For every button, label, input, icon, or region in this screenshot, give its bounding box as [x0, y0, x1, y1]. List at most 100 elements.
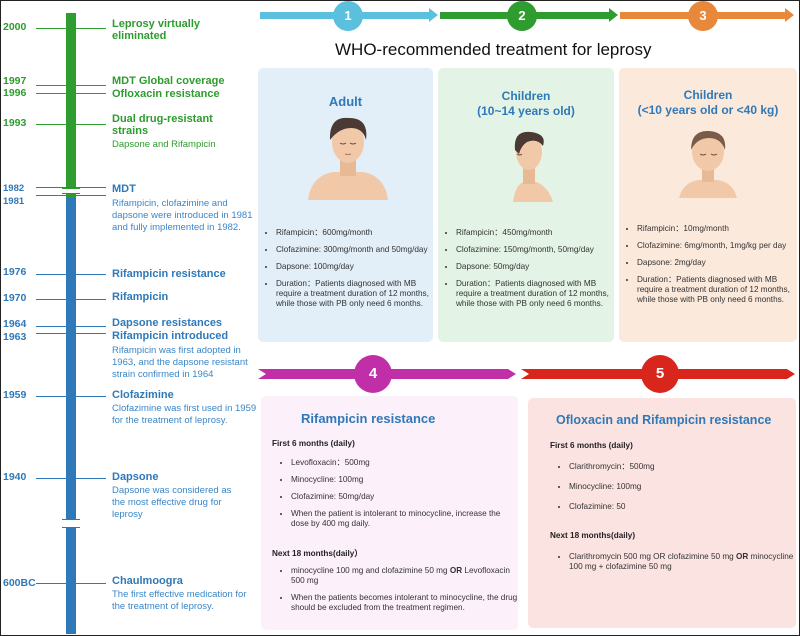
event-1997: MDT Global coverage Ofloxacin resistance [112, 75, 257, 100]
year-1997: 1997 [3, 75, 27, 87]
list-item: Clofazimine: 50 [569, 502, 799, 512]
step-5-circle: 5 [641, 355, 679, 393]
tick-1959 [36, 396, 106, 397]
tick-1940 [36, 478, 106, 479]
event-1959-desc: Clofazimine was first used in 1959 for t… [112, 403, 257, 426]
event-1982-desc: Rifampicin, clofazimine and dapsone were… [112, 198, 253, 233]
oflo-next-or: OR [736, 552, 749, 561]
event-1976: Rifampicin resistance [112, 268, 257, 280]
card-rif-first-label: First 6 months (daily) [272, 439, 355, 448]
year-1976: 1976 [3, 266, 27, 278]
event-1963-title: Rifampicin introduced [112, 330, 229, 342]
event-1982-title: MDT [112, 183, 136, 195]
small-child-portrait [679, 130, 737, 198]
card-rif-next-label: Next 18 months(daily） [272, 549, 363, 558]
event-1970-title: Rifampicin [112, 291, 169, 303]
list-item: Minocycline: 100mg [569, 482, 799, 492]
timeline-break-top [62, 188, 80, 194]
list-item: Clofazimine: 150mg/month, 50mg/day [456, 245, 619, 255]
step-4-circle: 4 [354, 355, 392, 393]
tick-1981 [36, 195, 106, 196]
step-2-circle: 2 [507, 1, 537, 31]
year-1963: 1963 [3, 331, 27, 343]
card-rif-next-list: minocycline 100 mg and clofazimine 50 mg… [279, 566, 523, 620]
list-item: Rifampicin：450mg/month [456, 228, 619, 238]
tick-600 [36, 583, 106, 584]
card-child2-list: Rifampicin：10mg/month Clofazimine: 6mg/m… [625, 224, 800, 312]
year-1940: 1940 [3, 471, 27, 483]
event-1940: Dapsone Dapsone was considered as the mo… [112, 471, 257, 521]
event-1993-title: Dual drug-resistant strains [112, 113, 213, 137]
oflo-next-text-a: Clarithromycin 500 mg OR clofazimine 50 … [569, 552, 736, 561]
list-item: Clofazimine: 6mg/month, 1mg/kg per day [637, 241, 800, 251]
rif-next-or: OR [449, 566, 463, 575]
event-1964: Dapsone resistances Rifampicin introduce… [112, 317, 257, 381]
card-oflo-first-list: Clarithromycin：500mg Minocycline: 100mg … [557, 462, 799, 519]
list-item: Dapsone: 2mg/day [637, 258, 800, 268]
card-adult-title: Adult [328, 94, 363, 109]
child-profile-portrait [513, 131, 553, 202]
tick-1964 [36, 326, 106, 327]
card-child-under-10: Children (<10 years old or <40 kg) Rifam… [619, 68, 797, 342]
list-item: Rifampicin：600mg/month [276, 228, 438, 238]
tick-1996 [36, 93, 106, 94]
tick-1993 [36, 124, 106, 125]
year-600bc: 600BC [3, 577, 36, 589]
card-oflo-title: Ofloxacin and Rifampicin resistance [556, 413, 772, 427]
timeline-spine-green [66, 13, 76, 197]
event-1970: Rifampicin [112, 291, 257, 303]
figure-title: WHO-recommended treatment for leprosy [335, 40, 652, 59]
event-1964-title: Dapsone resistances [112, 317, 223, 329]
year-1993: 1993 [3, 117, 27, 129]
card-adult: Adult Rifampicin：600mg/month Clofazimine… [258, 68, 433, 342]
event-1963-desc: Rifampicin was first adopted in 1963, an… [112, 345, 248, 380]
event-2000: Leprosy virtually eliminated [112, 18, 257, 42]
rif-next-text-b: Levofloxacin 500 mg [291, 566, 510, 585]
card-child1-title: Children [501, 89, 551, 103]
list-item: Levofloxacin：500mg [291, 458, 519, 468]
list-item: Duration：Patients diagnosed with MB requ… [456, 279, 619, 309]
list-item: minocycline 100 mg and clofazimine 50 mg… [291, 566, 523, 586]
event-1997-title: MDT Global coverage [112, 75, 225, 87]
list-item: Minocycline: 100mg [291, 475, 519, 485]
timeline-break [62, 519, 80, 528]
event-600bc-desc: The first effective medication for the t… [112, 589, 247, 612]
tick-1963 [36, 333, 106, 334]
tick-1970 [36, 299, 106, 300]
list-item: When the patients becomes intolerant to … [291, 593, 523, 613]
year-2000: 2000 [3, 21, 27, 33]
year-1970: 1970 [3, 292, 27, 304]
card-ofloxacin-rifampicin-resistance: Ofloxacin and Rifampicin resistance Firs… [528, 398, 796, 628]
timeline-spine-blue-bottom [66, 526, 76, 634]
event-1940-desc: Dapsone was considered as the most effec… [112, 485, 232, 520]
event-600bc-title: Chaulmoogra [112, 575, 183, 587]
list-item: Dapsone: 50mg/day [456, 262, 619, 272]
tick-1982 [36, 187, 106, 188]
event-1959-title: Clofazimine [112, 389, 174, 401]
card-child2-title: Children [683, 88, 733, 102]
card-child1-subtitle: (10~14 years old) [477, 104, 575, 118]
list-item: Duration：Patients diagnosed with MB requ… [276, 279, 438, 309]
list-item: Clarithromycin 500 mg OR clofazimine 50 … [569, 552, 799, 572]
timeline-spine-blue [66, 197, 76, 519]
list-item: Duration：Patients diagnosed with MB requ… [637, 275, 800, 305]
year-1964: 1964 [3, 318, 27, 330]
card-child-10-14: Children (10~14 years old) Rifampicin：45… [438, 68, 614, 342]
tick-1976 [36, 274, 106, 275]
list-item: Rifampicin：10mg/month [637, 224, 800, 234]
card-rifampicin-resistance: Rifampicin resistance First 6 months (da… [261, 396, 518, 630]
step-3-circle: 3 [688, 1, 718, 31]
tick-2000 [36, 28, 106, 29]
card-oflo-first-label: First 6 months (daily) [550, 441, 633, 450]
event-1996-title: Ofloxacin resistance [112, 88, 220, 100]
list-item: When the patient is intolerant to minocy… [291, 509, 519, 529]
event-2000-title: Leprosy virtually eliminated [112, 18, 201, 42]
adult-portrait [308, 117, 388, 200]
rif-next-text-a: minocycline 100 mg and clofazimine 50 mg [291, 566, 450, 575]
event-1982: MDT Rifampicin, clofazimine and dapsone … [112, 183, 257, 234]
card-rif-first-list: Levofloxacin：500mg Minocycline: 100mg Cl… [279, 458, 519, 536]
tick-1997 [36, 85, 106, 86]
year-1982: 1982 [3, 183, 25, 194]
event-1940-title: Dapsone [112, 471, 159, 483]
year-1981: 1981 [3, 196, 25, 207]
